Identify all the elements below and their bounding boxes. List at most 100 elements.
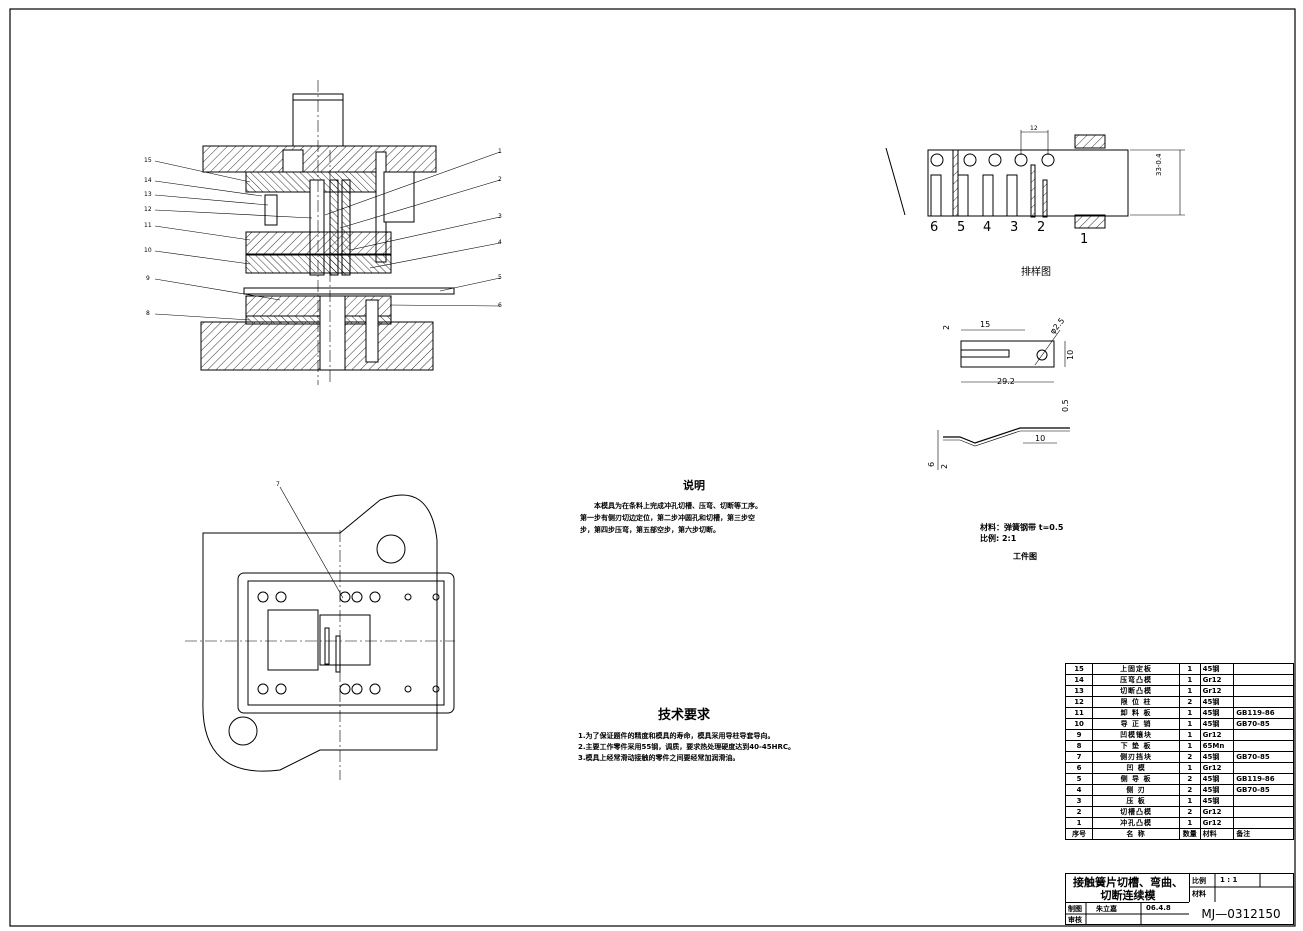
station-label-1: 1 <box>1080 232 1089 247</box>
bom-cell: 8 <box>1064 740 1094 752</box>
bom-cell: 9 <box>1064 729 1094 741</box>
bom-cell: 1 <box>1178 729 1201 741</box>
part-dim-side-2: 2 <box>940 463 949 469</box>
signature-area: 制图 朱立嘉 06.4.8 审核 <box>1066 902 1189 925</box>
title-block: 接触簧片切槽、弯曲、切断连续模 比例 1 : 1 材料 制图 朱立嘉 06.4.… <box>1065 873 1294 925</box>
part-drawing <box>937 329 1070 470</box>
part-dim-10: 10 <box>1066 349 1075 360</box>
bom-cell: 1 <box>1064 817 1094 829</box>
bom-cell: GB119-86 <box>1233 773 1294 785</box>
bom-cell: 名 称 <box>1092 828 1180 840</box>
bom-cell <box>1233 762 1294 774</box>
bom-cell: 材料 <box>1199 828 1235 840</box>
bom-cell: 45钢 <box>1199 696 1235 708</box>
description-line: 步，第四步压弯，第五部空步，第六步切断。 <box>580 526 720 534</box>
sheet-border <box>9 8 1296 927</box>
part-dim-side-10: 10 <box>1035 434 1046 443</box>
dim-strip-width: 33-0.4 <box>1155 153 1163 176</box>
bom-cell: 6 <box>1064 762 1094 774</box>
assembly-label-8: 8 <box>146 310 150 317</box>
bom-cell: 14 <box>1064 674 1094 686</box>
part-dim-6: 6 <box>927 461 936 467</box>
bom-cell: 1 <box>1178 817 1201 829</box>
bom-cell: 导 正 销 <box>1092 718 1180 730</box>
bom-cell: Gr12 <box>1199 685 1235 697</box>
bom-cell: 序号 <box>1064 828 1094 840</box>
bom-cell: 5 <box>1064 773 1094 785</box>
bom-cell: 1 <box>1178 663 1201 675</box>
assembly-label-1: 1 <box>498 148 502 155</box>
bom-cell: 2 <box>1178 784 1201 796</box>
plan-view <box>185 486 455 780</box>
drawing-number: MJ—0312150 <box>1201 907 1281 921</box>
bom-cell: 压 板 <box>1092 795 1180 807</box>
bom-cell: 4 <box>1064 784 1094 796</box>
bom-cell: Gr12 <box>1199 674 1235 686</box>
bom-cell: 1 <box>1178 740 1201 752</box>
bom-cell: Gr12 <box>1199 806 1235 818</box>
description-body: 本模具为在条料上完成冲孔切槽、压弯、切断等工序。 第一步有侧刃切边定位，第二步冲… <box>580 500 840 536</box>
bom-cell: 45钢 <box>1199 663 1235 675</box>
signature-grid <box>1066 903 1189 925</box>
strip-layout-drawing <box>885 130 1185 229</box>
bom-cell <box>1233 729 1294 741</box>
assembly-label-4: 4 <box>498 239 502 246</box>
drawn-label: 制图 <box>1068 905 1082 913</box>
assembly-label-12: 12 <box>144 206 152 213</box>
bom-cell: 卸 料 板 <box>1092 707 1180 719</box>
bom-cell <box>1233 817 1294 829</box>
bom-cell: 45钢 <box>1199 751 1235 763</box>
part-dim-05: 0.5 <box>1061 399 1070 412</box>
assembly-section-view <box>154 80 501 385</box>
bom-cell: 1 <box>1178 795 1201 807</box>
bom-cell: 45钢 <box>1199 718 1235 730</box>
description-title: 说明 <box>683 479 705 492</box>
assembly-label-5: 5 <box>498 274 502 281</box>
bom-cell: 侧 刃 <box>1092 784 1180 796</box>
station-label-4: 4 <box>983 220 992 235</box>
bom-cell: 12 <box>1064 696 1094 708</box>
assembly-label-10: 10 <box>144 247 152 254</box>
bom-cell <box>1233 806 1294 818</box>
station-label-2: 2 <box>1037 220 1046 235</box>
bom-cell: GB70-85 <box>1233 784 1294 796</box>
assembly-label-13: 13 <box>144 191 152 198</box>
bom-cell: 侧刃挡块 <box>1092 751 1180 763</box>
bom-cell: 下 垫 板 <box>1092 740 1180 752</box>
bom-cell: 切槽凸模 <box>1092 806 1180 818</box>
bom-cell <box>1233 685 1294 697</box>
bom-cell <box>1233 795 1294 807</box>
bom-cell: 10 <box>1064 718 1094 730</box>
bom-cell: Gr12 <box>1199 729 1235 741</box>
part-dim-15: 15 <box>980 320 991 329</box>
drawing-title: 接触簧片切槽、弯曲、切断连续模 <box>1073 876 1183 902</box>
assembly-label-3: 3 <box>498 213 502 220</box>
drawn-date: 06.4.8 <box>1146 904 1171 912</box>
bom-cell: 上固定板 <box>1092 663 1180 675</box>
bom-cell: Gr12 <box>1199 817 1235 829</box>
description-line: 第一步有侧刃切边定位，第二步冲圆孔和切槽，第三步空 <box>580 514 755 522</box>
material-note: 材料：弹簧钢带 t=0.5 <box>980 523 1064 532</box>
bom-cell: 1 <box>1178 762 1201 774</box>
bom-cell: 1 <box>1178 718 1201 730</box>
bom-cell: 15 <box>1064 663 1094 675</box>
bom-cell <box>1233 740 1294 752</box>
tech-requirement-item: 2.主要工作零件采用55钢，调质，要求热处理硬度达到40-45HRC。 <box>578 743 796 751</box>
bom-cell: 1 <box>1178 707 1201 719</box>
bom-cell: 切断凸模 <box>1092 685 1180 697</box>
scale-note: 比例: 2:1 <box>980 534 1017 543</box>
bom-cell: 45钢 <box>1199 795 1235 807</box>
tech-requirements-list: 1.为了保证题件的精度和模具的寿命，模具采用导柱导套导向。 2.主要工作零件采用… <box>578 731 795 764</box>
bom-cell: 13 <box>1064 685 1094 697</box>
tech-requirement-item: 1.为了保证题件的精度和模具的寿命，模具采用导柱导套导向。 <box>578 732 775 740</box>
assembly-label-6: 6 <box>498 302 502 309</box>
tech-requirements-title: 技术要求 <box>658 708 711 723</box>
dim-pitch: 12 <box>1030 125 1038 132</box>
scale-label: 比例 <box>1192 877 1206 885</box>
